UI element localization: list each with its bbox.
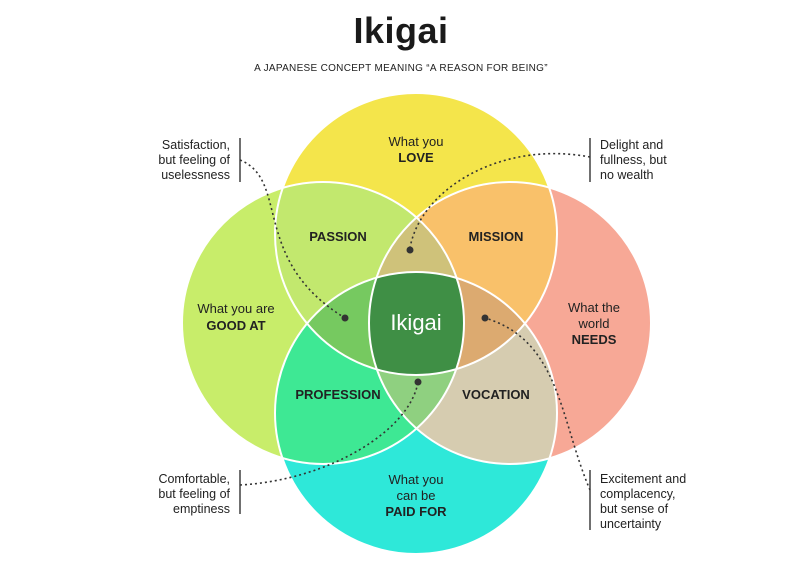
overlap-top-lens [369, 182, 464, 375]
vocation-label: VOCATION [462, 387, 530, 402]
note-bottom-right-2: complacency, [600, 487, 676, 501]
note-bottom-right-3: but sense of [600, 502, 669, 516]
page-title: Ikigai [353, 10, 449, 51]
overlap-bottom-lens [369, 272, 464, 464]
paid-line1: What you [389, 472, 444, 487]
profession-label: PROFESSION [295, 387, 380, 402]
good-at-line2: GOOD AT [206, 318, 265, 333]
needs-line1: What the [568, 300, 620, 315]
paid-line3: PAID FOR [385, 504, 447, 519]
note-top-left-1: Satisfaction, [162, 138, 230, 152]
overlap-right-lens [369, 272, 557, 375]
good-at-line1: What you are [197, 301, 274, 316]
love-line2: LOVE [398, 150, 434, 165]
note-bottom-right-1: Excitement and [600, 472, 686, 486]
overlap-left-lens [275, 272, 464, 375]
note-top-right-2: fullness, but [600, 153, 667, 167]
ikigai-center-label: Ikigai [390, 310, 441, 335]
dot-top-right [406, 246, 414, 254]
passion-label: PASSION [309, 229, 367, 244]
note-top-right-3: no wealth [600, 168, 654, 182]
note-top-right-1: Delight and [600, 138, 663, 152]
note-bottom-left-2: but feeling of [158, 487, 230, 501]
dot-bottom-right [481, 314, 489, 322]
paid-line2: can be [396, 488, 435, 503]
dot-bottom-left [414, 378, 422, 386]
note-top-left-2: but feeling of [158, 153, 230, 167]
mission-label: MISSION [469, 229, 524, 244]
needs-line3: NEEDS [572, 332, 617, 347]
note-bottom-left-3: emptiness [173, 502, 230, 516]
needs-line2: world [577, 316, 609, 331]
note-bottom-right-4: uncertainty [600, 517, 662, 531]
love-line1: What you [389, 134, 444, 149]
page-subtitle: A JAPANESE CONCEPT MEANING “A REASON FOR… [254, 63, 548, 74]
note-bottom-left-1: Comfortable, [158, 472, 230, 486]
note-top-left-3: uselessness [161, 168, 230, 182]
dot-top-left [341, 314, 349, 322]
connector-bottom-left [239, 381, 419, 486]
